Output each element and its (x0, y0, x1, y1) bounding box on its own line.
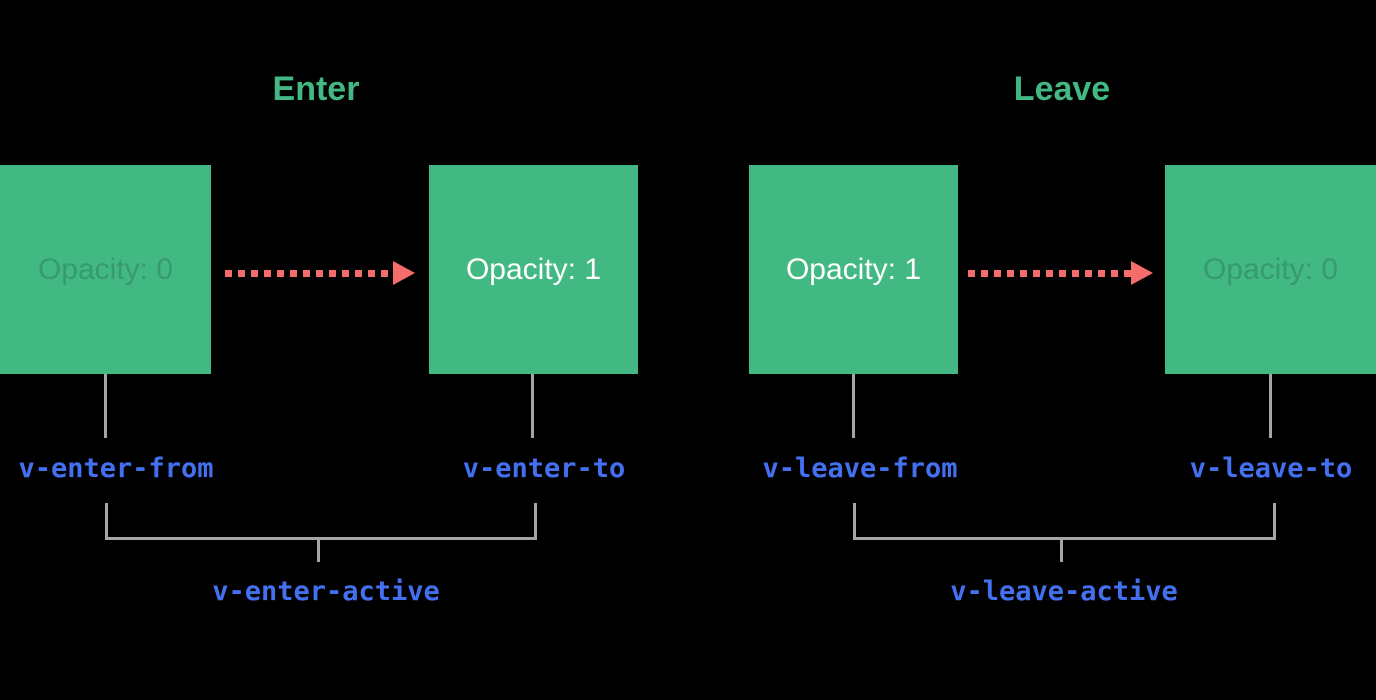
leave-dashed-arrow-icon (968, 261, 1153, 285)
leave-from-box: Opacity: 1 (749, 165, 958, 374)
enter-to-box-label: Opacity: 1 (465, 252, 602, 286)
leave-active-bracket (853, 503, 1276, 540)
enter-from-connector-line (104, 374, 107, 438)
leave-to-box-label: Opacity: 0 (1202, 252, 1339, 286)
arrow-head-icon (1131, 261, 1153, 285)
leave-active-drop-line (1060, 540, 1063, 562)
enter-to-class-label: v-enter-to (462, 453, 626, 484)
enter-active-class-label: v-enter-active (212, 576, 440, 607)
leave-from-class-label: v-leave-from (762, 453, 958, 484)
leave-active-class-label: v-leave-active (950, 576, 1178, 607)
enter-active-bracket (105, 503, 537, 540)
leave-to-connector-line (1269, 374, 1272, 438)
enter-active-drop-line (317, 540, 320, 562)
arrow-head-icon (393, 261, 415, 285)
enter-from-box: Opacity: 0 (0, 165, 211, 374)
leave-to-class-label: v-leave-to (1189, 453, 1353, 484)
enter-section-title: Enter (272, 70, 360, 108)
arrow-dash-line (225, 269, 393, 277)
leave-from-connector-line (852, 374, 855, 438)
enter-to-box: Opacity: 1 (429, 165, 638, 374)
enter-from-class-label: v-enter-from (18, 453, 214, 484)
enter-dashed-arrow-icon (225, 261, 415, 285)
arrow-dash-line (968, 269, 1131, 277)
leave-section-title: Leave (1013, 70, 1111, 108)
leave-to-box: Opacity: 0 (1165, 165, 1376, 374)
enter-from-box-label: Opacity: 0 (37, 252, 174, 286)
leave-from-box-label: Opacity: 1 (785, 252, 922, 286)
enter-to-connector-line (531, 374, 534, 438)
